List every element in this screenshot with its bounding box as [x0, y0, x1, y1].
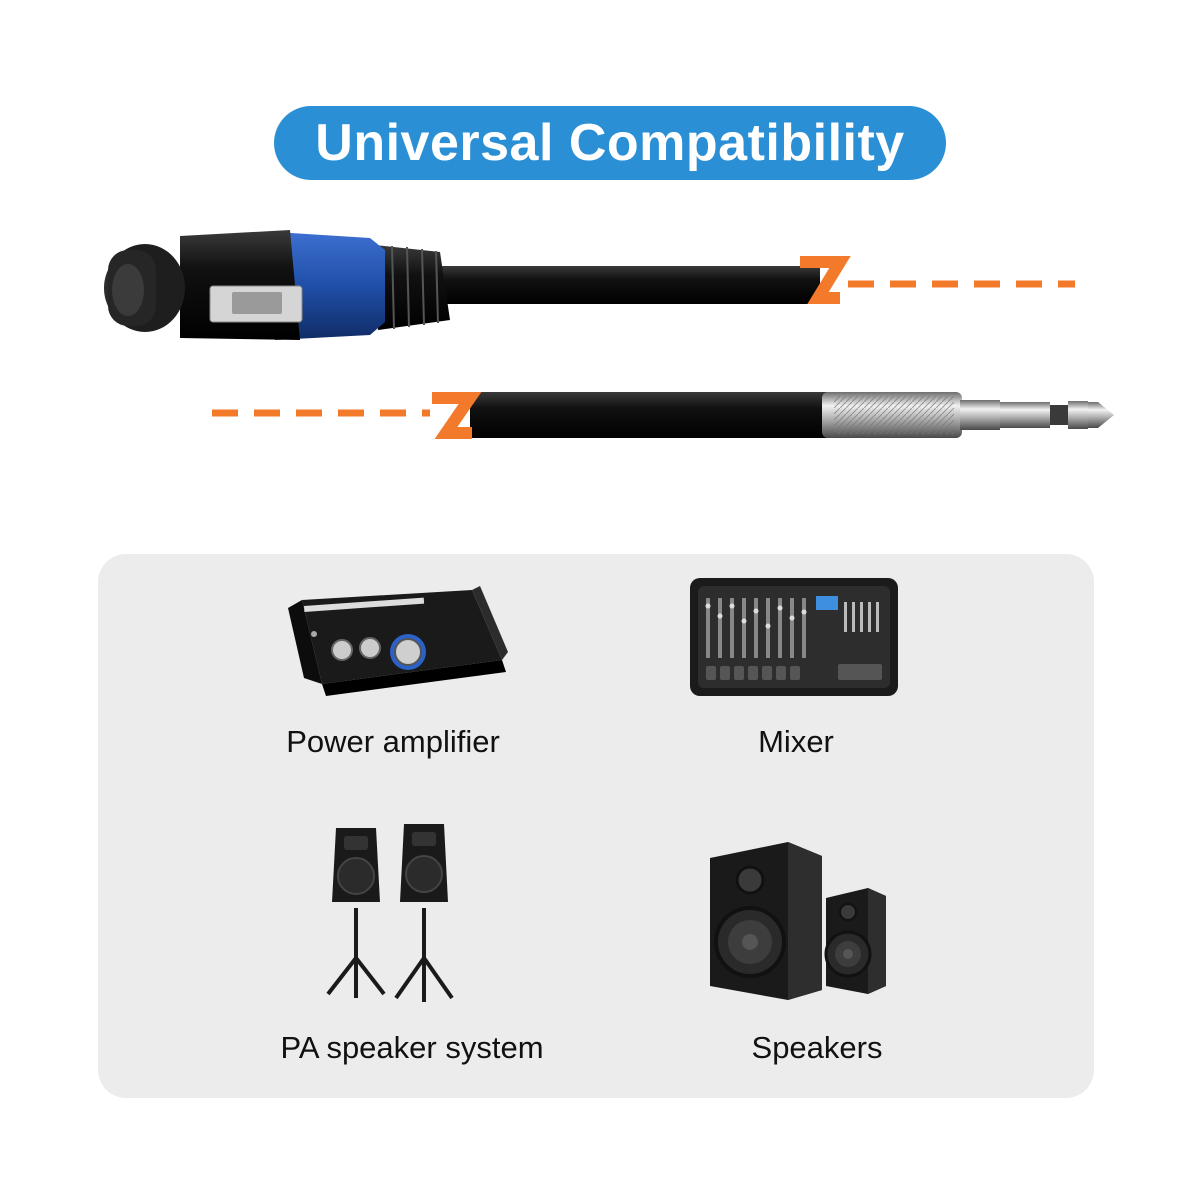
device-label: Power amplifier: [286, 724, 500, 759]
pa-speaker-system-icon: [326, 824, 454, 1002]
mixer-icon: [690, 578, 898, 696]
compatible-devices-panel: [98, 554, 1094, 1098]
quarter-inch-jack-icon: [822, 392, 1114, 438]
bookshelf-speakers-icon: [710, 842, 886, 1000]
power-amplifier-icon: [288, 586, 508, 696]
device-label: PA speaker system: [280, 1030, 544, 1065]
speakon-connector-icon: [104, 230, 820, 340]
page-title: Universal Compatibility: [315, 114, 905, 172]
device-label: Mixer: [758, 724, 834, 759]
cable-break-icon: [432, 392, 482, 439]
device-label: Speakers: [751, 1030, 883, 1065]
title-banner: Universal Compatibility: [274, 106, 946, 180]
cable-break-icon: [800, 256, 851, 304]
cable-illustration: [104, 230, 1114, 439]
